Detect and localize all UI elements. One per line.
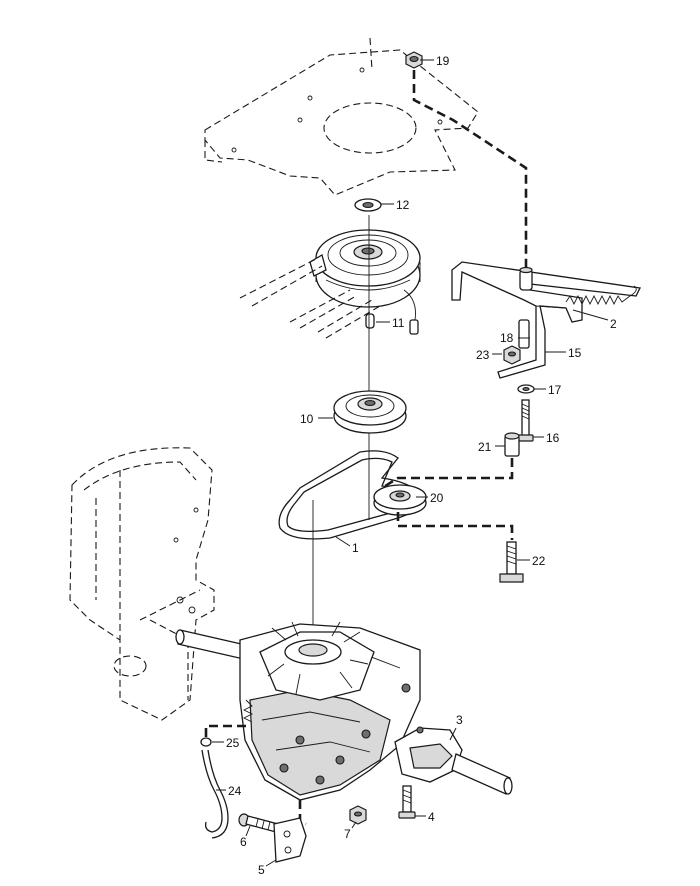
callout-24: 24 <box>228 784 242 798</box>
washer-12 <box>354 198 382 212</box>
nut-19 <box>405 51 423 69</box>
callout-7: 7 <box>344 827 351 841</box>
callout-1: 1 <box>352 541 359 555</box>
connector-21-to-20 <box>381 458 514 490</box>
electric-clutch <box>309 229 421 335</box>
key-11 <box>365 313 375 329</box>
nut-7 <box>349 805 367 825</box>
callout-2: 2 <box>610 317 617 331</box>
bolt-6 <box>238 813 279 833</box>
idler-bracket-15 <box>451 261 641 379</box>
cooling-fan <box>259 621 375 701</box>
shaft-reference-lines <box>239 257 381 339</box>
spacer-18 <box>518 319 530 349</box>
idler-pulley-20 <box>373 484 427 516</box>
callout-22: 22 <box>532 554 546 568</box>
callout-3: 3 <box>456 713 463 727</box>
callout-16: 16 <box>546 431 560 445</box>
bolt-22 <box>499 541 524 583</box>
pulley-10 <box>333 390 407 434</box>
connector-19-to-bracket <box>412 70 528 278</box>
callout-6: 6 <box>240 835 247 849</box>
bolt-16 <box>517 399 534 442</box>
connector-20-to-22 <box>396 512 514 540</box>
callout-10: 10 <box>300 412 314 426</box>
spring-2 <box>565 285 637 306</box>
callout-11: 11 <box>392 316 405 330</box>
washer-17 <box>517 384 535 394</box>
bolt-4 <box>398 785 416 819</box>
callout-17: 17 <box>548 383 562 397</box>
rod-24 <box>201 749 229 839</box>
spacer-21 <box>504 432 520 457</box>
callout-21: 21 <box>478 440 492 454</box>
clip-25 <box>200 737 212 747</box>
tractor-frame <box>69 447 215 721</box>
callout-18: 18 <box>500 331 514 345</box>
callout-12: 12 <box>396 198 410 212</box>
plate-5 <box>273 817 307 863</box>
callout-15: 15 <box>568 346 582 360</box>
callout-23: 23 <box>476 348 490 362</box>
nut-23 <box>503 345 521 365</box>
callouts: 19 12 11 10 2 15 18 23 17 16 21 20 22 1 … <box>226 54 617 877</box>
bracket-bushing <box>519 266 533 291</box>
callout-25: 25 <box>226 736 240 750</box>
callout-19: 19 <box>436 54 450 68</box>
leader-lines <box>212 59 609 867</box>
callout-5: 5 <box>258 863 265 877</box>
mounting-plate <box>204 37 479 196</box>
callout-20: 20 <box>430 491 444 505</box>
callout-4: 4 <box>428 810 435 824</box>
